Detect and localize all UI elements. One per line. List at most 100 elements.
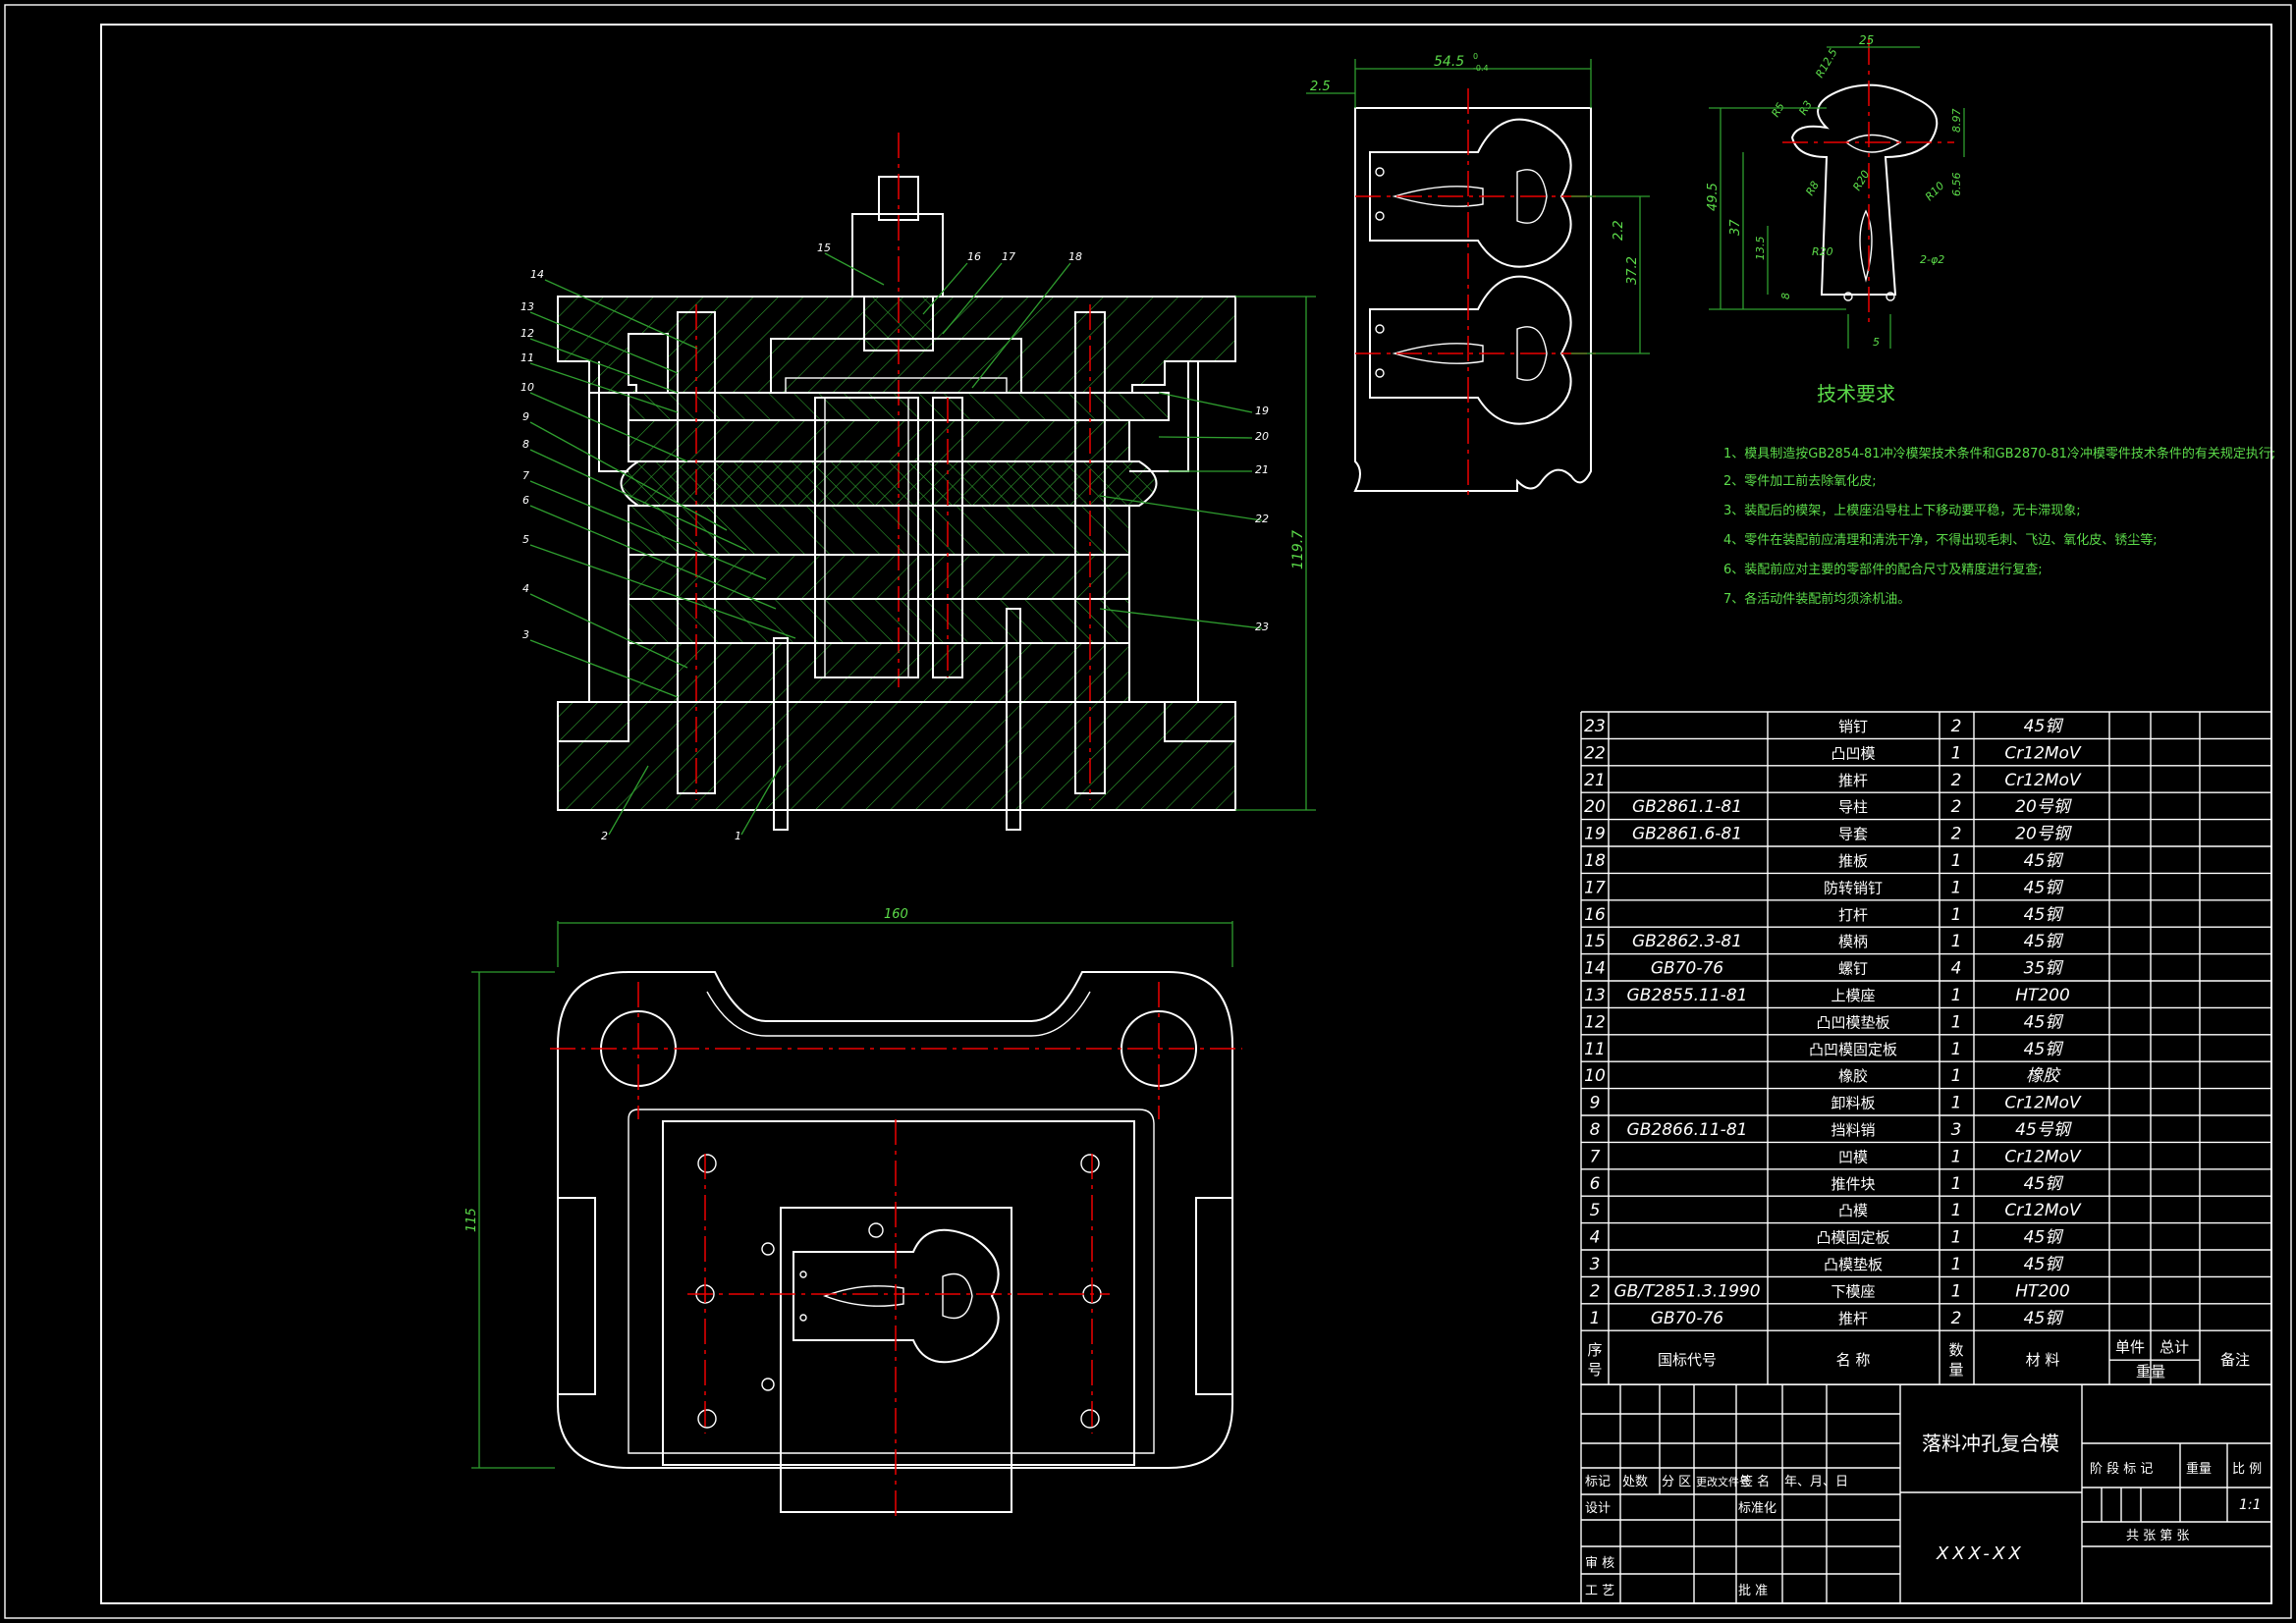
bom-material: 20号钢 (2015, 825, 2073, 844)
bom-material: 45钢 (2024, 1309, 2065, 1328)
dim-strip-width: 54.5 (1434, 54, 1464, 70)
bom-name: 凸模垫板 (1824, 1256, 1883, 1273)
part-drawing: 25 R12.5 R5 R3 R8 R20 R10 R20 49.5 37 13… (1706, 33, 1965, 349)
bom-no: 8 (1590, 1120, 1601, 1140)
bom-material: 45钢 (2024, 1040, 2065, 1059)
svg-text:15: 15 (817, 242, 831, 254)
svg-text:5: 5 (522, 533, 529, 546)
bom-qty: 1 (1951, 986, 1962, 1005)
bom-no: 2 (1590, 1281, 1601, 1301)
svg-text:23: 23 (1255, 621, 1269, 633)
die-plate-plan (662, 1120, 1135, 1466)
svg-text:22: 22 (1255, 513, 1269, 525)
svg-text:14: 14 (530, 268, 544, 281)
bom-name: 卸料板 (1831, 1095, 1875, 1112)
section-view: 119.7 (557, 133, 1316, 831)
bom-name: 凸凹模固定板 (1809, 1041, 1897, 1058)
bom-header-material: 材 料 (2026, 1351, 2060, 1369)
drawing-name: 落料冲孔复合模 (1922, 1432, 2059, 1455)
svg-text:更改文件号: 更改文件号 (1696, 1475, 1750, 1488)
bom-name: 防转销钉 (1824, 879, 1883, 896)
svg-text:2、零件加工前去除氧化皮;: 2、零件加工前去除氧化皮; (1723, 473, 1877, 489)
tech-title: 技术要求 (1817, 382, 1895, 406)
bom-header-unit: 单件 (2115, 1338, 2145, 1356)
tech-requirements: 技术要求 1、模具制造按GB2854-81冲冷模架技术条件和GB2870-81冷… (1723, 382, 2275, 607)
svg-text:处数: 处数 (1622, 1475, 1648, 1489)
bom-qty: 1 (1951, 1228, 1962, 1248)
bom-qty: 1 (1951, 851, 1962, 871)
bom-no: 14 (1584, 959, 1606, 979)
bom-header-total: 总计 (2159, 1338, 2189, 1356)
svg-text:签 名: 签 名 (1740, 1474, 1770, 1489)
svg-text:49.5: 49.5 (1706, 183, 1721, 211)
bom-code: GB70-76 (1651, 1309, 1723, 1328)
bom-name: 螺钉 (1838, 960, 1868, 978)
svg-text:11: 11 (520, 352, 534, 364)
bom-no: 10 (1584, 1066, 1606, 1086)
bom-header-code: 国标代号 (1658, 1351, 1717, 1369)
bom-header-qty: 量 (1948, 1361, 1963, 1379)
bom-code: GB2861.6-81 (1632, 825, 1742, 844)
svg-text:20: 20 (1255, 430, 1269, 443)
bom-name: 推杆 (1838, 1310, 1868, 1327)
bom-code: GB/T2851.3.1990 (1613, 1281, 1760, 1301)
bom-qty: 1 (1951, 1174, 1962, 1194)
svg-text:阶 段 标 记: 阶 段 标 记 (2090, 1462, 2153, 1477)
bom-no: 4 (1590, 1228, 1601, 1248)
bom-material: 35钢 (2024, 959, 2065, 979)
title-block: 落料冲孔复合模 XXX-XX 1:1 标记 处数 分 区 更改文件号 签 名 年… (1580, 1383, 2272, 1604)
bom-name: 打杆 (1838, 906, 1868, 924)
svg-text:0: 0 (1473, 52, 1478, 61)
svg-text:18: 18 (1068, 250, 1082, 263)
dim-section-height: 119.7 (1290, 530, 1306, 569)
bom-no: 23 (1584, 717, 1606, 736)
bom-no: 7 (1590, 1147, 1601, 1166)
svg-text:8.97: 8.97 (1950, 109, 1963, 134)
bom-no: 17 (1584, 878, 1606, 897)
bom-name: 推杆 (1838, 772, 1868, 789)
bom-qty: 2 (1951, 717, 1962, 736)
punch-backing (628, 642, 1130, 703)
bom-no: 22 (1584, 743, 1606, 763)
bom-qty: 3 (1951, 1120, 1962, 1140)
bom-no: 1 (1590, 1309, 1601, 1328)
section-leaders (529, 252, 1263, 836)
svg-text:6.56: 6.56 (1950, 173, 1963, 197)
bom-no: 20 (1584, 797, 1606, 817)
bom-header-qty: 数 (1948, 1341, 1963, 1359)
bom-no: 21 (1584, 771, 1606, 790)
svg-text:12: 12 (520, 327, 534, 340)
bom-name: 上模座 (1831, 987, 1875, 1004)
bom-qty: 4 (1951, 959, 1962, 979)
fixing-plate (628, 419, 1130, 462)
bom-name: 导套 (1838, 826, 1868, 843)
svg-text:25: 25 (1859, 33, 1874, 47)
scale: 1:1 (2239, 1497, 2262, 1513)
svg-text:工 艺: 工 艺 (1585, 1584, 1614, 1598)
bom-qty: 1 (1951, 1147, 1962, 1166)
bom-material: 45钢 (2024, 878, 2065, 897)
bom-name: 凸凹模 (1831, 744, 1875, 762)
svg-text:R20: R20 (1812, 245, 1833, 258)
svg-text:5: 5 (1873, 336, 1880, 349)
svg-text:4: 4 (522, 582, 529, 595)
plan-view: 160 115 (465, 907, 1242, 1522)
svg-text:2.5: 2.5 (1310, 80, 1331, 94)
bom-no: 13 (1584, 986, 1606, 1005)
svg-text:1: 1 (735, 830, 741, 842)
svg-text:9: 9 (522, 410, 529, 423)
bom-material: 橡胶 (2026, 1066, 2061, 1086)
bom-name: 橡胶 (1838, 1067, 1868, 1085)
bom-name: 导柱 (1838, 798, 1868, 816)
bom-code: GB2862.3-81 (1632, 932, 1742, 951)
svg-text:R8: R8 (1803, 179, 1822, 197)
bom-material: 45钢 (2024, 851, 2065, 871)
dim-plan-height: 115 (465, 1208, 479, 1232)
svg-text:重量: 重量 (2186, 1461, 2212, 1477)
bom-qty: 1 (1951, 905, 1962, 925)
bom-material: HT200 (2015, 1281, 2070, 1301)
svg-text:批 准: 批 准 (1738, 1584, 1768, 1598)
bom-no: 18 (1584, 851, 1606, 871)
svg-text:比 例: 比 例 (2232, 1462, 2262, 1477)
